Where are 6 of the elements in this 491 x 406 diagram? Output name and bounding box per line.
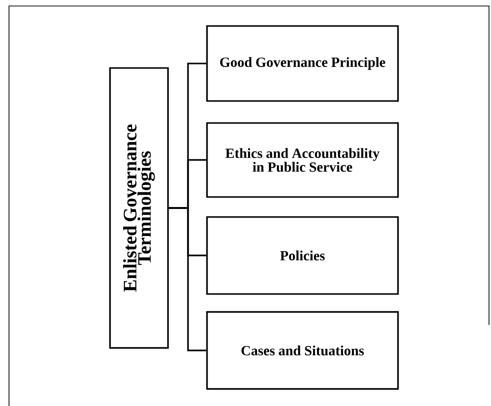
term-box: Policies	[206, 216, 399, 295]
term-box: Cases and Situations	[206, 311, 399, 390]
term-box: Good Governance Principle	[206, 25, 399, 102]
connector	[168, 207, 206, 352]
category-box: Enlisted Governance Terminologies	[109, 67, 169, 349]
term-box: Ethics and Accountability in Public Service	[206, 122, 399, 198]
